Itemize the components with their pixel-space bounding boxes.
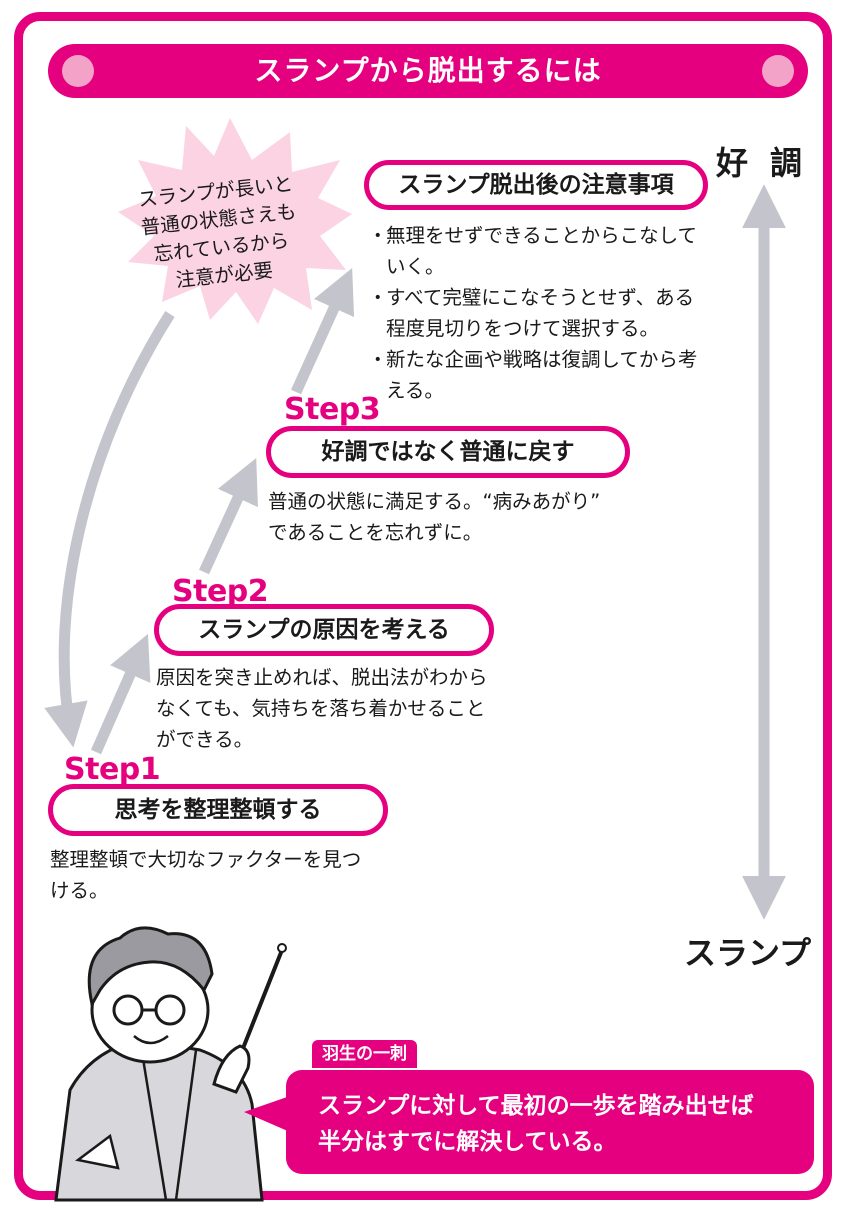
step2-to-step3-arrow-icon [199, 458, 258, 575]
page-title: スランプから脱出するには [254, 54, 602, 87]
bullet-text: 無理をせずできることからこなして [386, 224, 698, 247]
axis-bottom-label: スランプ [684, 934, 812, 972]
desc-line: であることを忘れずに。 [268, 521, 483, 544]
step1-heading: 思考を整理整頓する [48, 784, 388, 836]
step1-desc: 整理整頓で大切なファクターを見つ ける。 [50, 844, 410, 906]
desc-line: 原因を突き止めれば、脱出法がわから [156, 666, 488, 689]
step3-heading: 好調ではなく普通に戻す [266, 426, 630, 478]
callout-text: スランプに対して最初の一歩を踏み出せば 半分はすでに解決している。 [318, 1088, 798, 1160]
callout-line: スランプに対して最初の一歩を踏み出せば [318, 1093, 754, 1119]
bullet-text: いく。 [386, 255, 445, 278]
after-heading: スランプ脱出後の注意事項 [364, 160, 708, 210]
curve-arrow-icon [44, 311, 175, 748]
title-left-dot-icon [62, 55, 94, 87]
desc-line: ける。 [50, 879, 109, 902]
step2-heading: スランプの原因を考える [154, 604, 494, 656]
step3-to-after-arrow-icon [290, 267, 355, 395]
starburst-icon [118, 118, 352, 324]
callout-box [286, 1070, 814, 1174]
title-right-dot-icon [762, 55, 794, 87]
bullet-text: 新たな企画や戦略は復調してから考 [386, 348, 698, 371]
step1-label: Step1 [64, 752, 161, 787]
bullet-text: える。 [386, 379, 444, 402]
desc-line: 整理整頓で大切なファクターを見つ [50, 848, 362, 871]
step1-to-step2-arrow-icon [90, 633, 151, 755]
callout-tag: 羽生の一刺 [312, 1040, 417, 1068]
step3-label: Step3 [284, 392, 381, 427]
desc-line: ができる。 [156, 728, 254, 751]
bullet-text: すべて完璧にこなそうとせず、ある [386, 286, 695, 309]
step3-desc: 普通の状態に満足する。“病みあがり” であることを忘れずに。 [268, 486, 648, 548]
desc-line: なくても、気持ちを落ち着かせること [156, 697, 486, 720]
bullet-text: 程度見切りをつけて選択する。 [386, 317, 660, 340]
step2-desc: 原因を突き止めれば、脱出法がわから なくても、気持ちを落ち着かせること ができる… [156, 662, 516, 755]
step2-label: Step2 [172, 574, 269, 609]
axis-top-label: 好調 [716, 144, 825, 182]
title-bar: スランプから脱出するには [48, 44, 808, 98]
callout-line: 半分はすでに解決している。 [318, 1129, 617, 1155]
desc-line: 普通の状態に満足する。“病みあがり” [268, 490, 601, 513]
